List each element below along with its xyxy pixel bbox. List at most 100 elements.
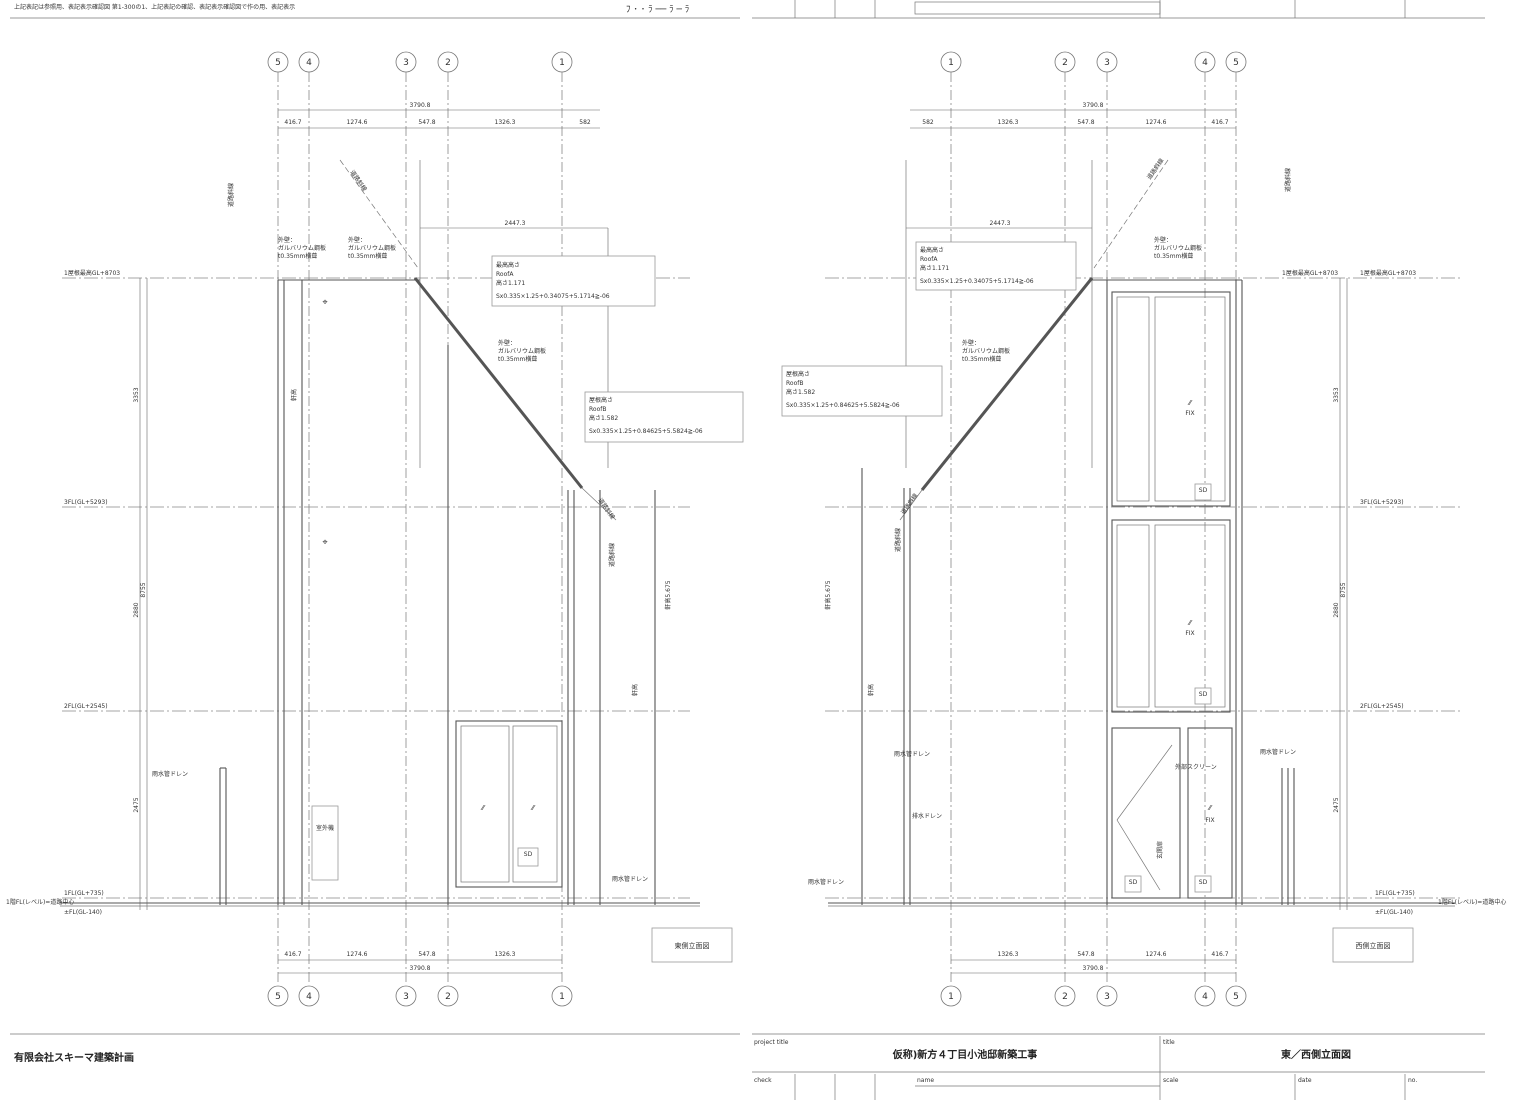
svg-text:外壁：: 外壁：	[962, 339, 980, 347]
check-label: check	[754, 1077, 772, 1084]
svg-text:FIX: FIX	[1185, 630, 1194, 637]
svg-text:3: 3	[1104, 58, 1110, 68]
svg-text:8755: 8755	[1340, 582, 1347, 597]
svg-text:ガルバリウム鋼板: ガルバリウム鋼板	[1154, 244, 1202, 252]
svg-text:道路斜線: 道路斜線	[348, 169, 368, 193]
title-block: 有限会社スキーマ建築計画 project title 仮称)新方４丁目小池邸新築…	[10, 1033, 1485, 1100]
svg-text:t0.35mm横葺: t0.35mm横葺	[1154, 252, 1193, 260]
door-tag: SD	[524, 851, 533, 858]
date-label: date	[1298, 1077, 1312, 1084]
svg-text:2FL(GL+2545): 2FL(GL+2545)	[1360, 703, 1404, 710]
svg-text:2447.3: 2447.3	[990, 220, 1011, 227]
level-rf: 1屋根最高GL+8703	[64, 269, 120, 277]
svg-text:1326.3: 1326.3	[998, 951, 1019, 958]
svg-text:547.8: 547.8	[1077, 951, 1094, 958]
svg-text:582: 582	[579, 119, 591, 126]
grid-bubble-4: 4	[306, 58, 312, 68]
svg-text:3790.8: 3790.8	[1083, 965, 1104, 972]
east-elevation: 5 4 3 2 1 5 4 3 2 1 3790.8 416.7 1274.6 …	[6, 51, 744, 1007]
grid-bubble-2: 2	[445, 58, 451, 68]
svg-text:t0.35mm横葺: t0.35mm横葺	[962, 355, 1001, 363]
overall-dim-top: 3790.8	[410, 102, 431, 109]
svg-text:Sx0.335×1.25+0.34075+5.1714≧-0: Sx0.335×1.25+0.34075+5.1714≧-06	[496, 293, 610, 300]
svg-text:外壁：: 外壁：	[1154, 236, 1172, 244]
svg-text:高さ1.582: 高さ1.582	[786, 388, 815, 396]
svg-text:2475: 2475	[1333, 797, 1340, 812]
svg-text:2475: 2475	[133, 797, 140, 812]
svg-text:軒高: 軒高	[631, 684, 639, 696]
svg-text:1: 1	[948, 58, 954, 68]
svg-text:2: 2	[1062, 58, 1068, 68]
svg-text:5: 5	[1233, 992, 1239, 1002]
svg-text:FIX: FIX	[1205, 817, 1214, 824]
svg-text:SD: SD	[1199, 691, 1208, 698]
svg-text:雨水管ドレン: 雨水管ドレン	[808, 878, 844, 886]
grid-bubble-1-bottom: 1	[559, 992, 565, 1002]
svg-text:道路斜線: 道路斜線	[899, 492, 919, 516]
west-elevation-title: 西側立面図	[1356, 941, 1391, 950]
svg-text:道路斜線: 道路斜線	[227, 183, 235, 207]
project-title-label: project title	[754, 1039, 789, 1046]
svg-text:5: 5	[1233, 58, 1239, 68]
svg-text:416.7: 416.7	[1211, 951, 1228, 958]
svg-text:高さ1.171: 高さ1.171	[496, 279, 525, 287]
svg-text:547.8: 547.8	[1077, 119, 1094, 126]
level-3f: 3FL(GL+5293)	[64, 499, 108, 506]
svg-text:ガルバリウム鋼板: ガルバリウム鋼板	[348, 244, 396, 252]
svg-text:軒高5.675: 軒高5.675	[664, 580, 672, 609]
svg-text:416.7: 416.7	[1211, 119, 1228, 126]
svg-text:道路斜線: 道路斜線	[608, 543, 616, 567]
svg-text:3FL(GL+5293): 3FL(GL+5293)	[1360, 499, 1404, 506]
svg-text:雨水管ドレン: 雨水管ドレン	[1260, 748, 1296, 756]
top-note: 上記表記は参照用、表記表示確認図 第1-300の1、上記表記の確認、表記表示確認…	[14, 3, 295, 11]
svg-text:3790.8: 3790.8	[1083, 102, 1104, 109]
title-label: title	[1163, 1039, 1175, 1046]
svg-text:軒高5.675: 軒高5.675	[824, 580, 832, 609]
no-label: no.	[1408, 1077, 1417, 1084]
svg-text:⁄⁄: ⁄⁄	[530, 804, 536, 812]
svg-text:⁄⁄: ⁄⁄	[1187, 619, 1193, 627]
svg-text:⁄⁄: ⁄⁄	[1207, 804, 1213, 812]
svg-text:1屋根最高GL+8703: 1屋根最高GL+8703	[1360, 269, 1416, 277]
svg-text:547.8: 547.8	[418, 951, 435, 958]
svg-text:RoofA: RoofA	[920, 256, 938, 263]
svg-text:Sx0.335×1.25+0.84625+5.5824≧-0: Sx0.335×1.25+0.84625+5.5824≧-06	[589, 428, 703, 435]
light-icon: ⌖	[322, 538, 327, 548]
svg-text:±FL(GL-140): ±FL(GL-140)	[1375, 909, 1413, 916]
svg-text:t0.35mm横葺: t0.35mm横葺	[278, 252, 317, 260]
svg-text:t0.35mm横葺: t0.35mm横葺	[348, 252, 387, 260]
svg-text:1階FL(レベル)=道路中心: 1階FL(レベル)=道路中心	[1438, 898, 1506, 906]
exterior-unit-label: 室外機	[316, 824, 334, 832]
grid-bubble-3: 3	[403, 58, 409, 68]
svg-text:1FL(GL+735): 1FL(GL+735)	[1375, 890, 1415, 897]
svg-text:4: 4	[1202, 992, 1208, 1002]
drawing-title: 東／西側立面図	[1281, 1048, 1351, 1061]
svg-text:SD: SD	[1129, 879, 1138, 886]
svg-text:3353: 3353	[133, 387, 140, 402]
svg-text:SD: SD	[1199, 879, 1208, 886]
svg-text:1274.6: 1274.6	[347, 119, 368, 126]
grid-bubble-4-bottom: 4	[306, 992, 312, 1002]
svg-text:416.7: 416.7	[284, 119, 301, 126]
svg-text:道路斜線: 道路斜線	[596, 497, 616, 521]
svg-text:RoofB: RoofB	[589, 406, 606, 413]
svg-text:1: 1	[948, 992, 954, 1002]
name-label: name	[917, 1077, 934, 1084]
svg-text:外壁：: 外壁：	[498, 339, 516, 347]
top-right-mark: ﾌ ･ ･ ﾗ ── ﾗ ─ ﾗ	[626, 4, 689, 15]
grid-bubble-2-bottom: 2	[445, 992, 451, 1002]
svg-text:1274.6: 1274.6	[1146, 951, 1167, 958]
scale-label: scale	[1163, 1077, 1179, 1084]
svg-text:t0.35mm横葺: t0.35mm横葺	[498, 355, 537, 363]
svg-text:SD: SD	[1199, 487, 1208, 494]
svg-text:最高高さ: 最高高さ	[920, 246, 944, 254]
svg-text:道路斜線: 道路斜線	[894, 528, 902, 552]
svg-text:RoofA: RoofA	[496, 271, 514, 278]
svg-text:雨水管ドレン: 雨水管ドレン	[152, 770, 188, 778]
svg-text:4: 4	[1202, 58, 1208, 68]
svg-text:⁄⁄: ⁄⁄	[1187, 399, 1193, 407]
grid-bubble-5-bottom: 5	[275, 992, 281, 1002]
svg-text:玄関扉: 玄関扉	[1156, 841, 1164, 859]
svg-text:雨水管ドレン: 雨水管ドレン	[612, 875, 648, 883]
svg-text:道路斜線: 道路斜線	[1145, 157, 1165, 181]
